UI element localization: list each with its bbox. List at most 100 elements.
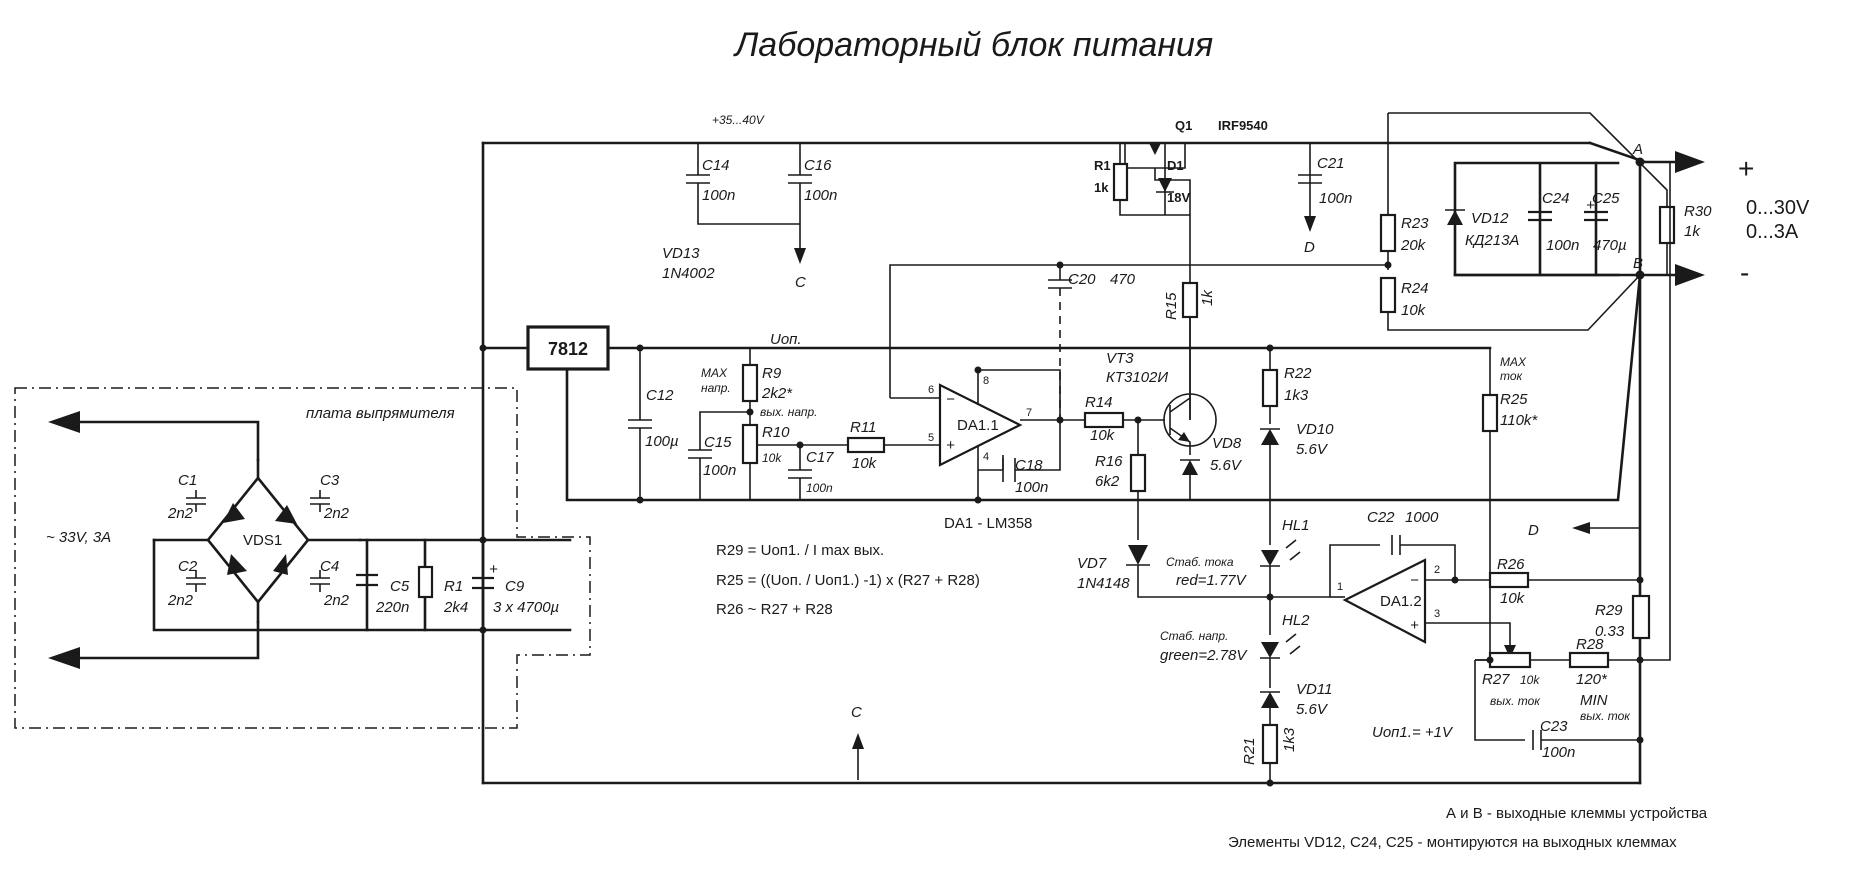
net-c-bottom: C <box>851 704 862 721</box>
r14-name: R14 <box>1085 394 1113 411</box>
c4-value: 2n2 <box>323 592 350 609</box>
pin7: 7 <box>1026 407 1032 419</box>
vd10-name: VD10 <box>1296 421 1334 438</box>
c15-value: 100n <box>703 462 736 479</box>
r10-name: R10 <box>762 424 790 441</box>
formula-3: R26 ~ R27 + R28 <box>716 601 833 618</box>
r22-name: R22 <box>1284 365 1312 382</box>
svg-text:+: + <box>946 437 955 454</box>
pin3: 3 <box>1434 608 1440 620</box>
hl1-name: HL1 <box>1282 517 1310 534</box>
vd11-name: VD11 <box>1296 681 1332 698</box>
c25-value: 470µ <box>1593 237 1627 254</box>
r1-name: R1 <box>1094 158 1111 173</box>
vd7-part: 1N4148 <box>1077 575 1130 592</box>
c3-name: C3 <box>320 472 340 489</box>
vd10-value: 5.6V <box>1296 441 1329 458</box>
q1-part: IRF9540 <box>1218 118 1268 133</box>
uop-label: Uоп. <box>770 331 802 348</box>
c22-value: 1000 <box>1405 509 1439 526</box>
c9-name: C9 <box>505 578 525 595</box>
r21-name: R21 <box>1241 737 1258 765</box>
r1b-name: R1 <box>444 578 463 595</box>
pin8: 8 <box>983 375 989 387</box>
c23-name: C23 <box>1540 718 1568 735</box>
output-voltage: 0...30V <box>1746 197 1810 219</box>
pin1: 1 <box>1337 581 1343 593</box>
r10-value: 10k <box>762 451 782 465</box>
c21-name: C21 <box>1317 155 1345 172</box>
r29-name: R29 <box>1595 602 1623 619</box>
c20-value: 470 <box>1110 271 1136 288</box>
hl2-note1: Стаб. напр. <box>1160 629 1228 643</box>
r23-name: R23 <box>1401 215 1429 232</box>
r25-max-sub: ток <box>1500 369 1524 383</box>
r1-value: 1k <box>1094 180 1109 195</box>
pin6: 6 <box>928 384 934 396</box>
r27-name: R27 <box>1482 671 1510 688</box>
rectifier-board-outline <box>14 387 591 729</box>
c1-value: 2n2 <box>167 505 194 522</box>
svg-text:+: + <box>1410 617 1419 634</box>
r25-value: 110k* <box>1500 412 1538 429</box>
hl1-note1: Стаб. тока <box>1166 555 1234 569</box>
c12-name: C12 <box>646 387 674 404</box>
da12-label: DA1.2 <box>1380 593 1422 610</box>
r24-value: 10k <box>1401 302 1427 319</box>
c14-value: 100n <box>702 187 735 204</box>
c17-name: C17 <box>806 449 834 466</box>
da11-label: DA1.1 <box>957 417 999 434</box>
vd8-name: VD8 <box>1212 435 1242 452</box>
r16-value: 6k2 <box>1095 473 1120 490</box>
c16-name: C16 <box>804 157 832 174</box>
q1-name: Q1 <box>1175 118 1192 133</box>
da11-opamp: − + <box>890 366 1085 504</box>
supply-caps <box>686 143 812 230</box>
net-d-top: D <box>1304 239 1315 256</box>
da12-opamp: − + <box>1329 162 1671 750</box>
c20-feedback <box>889 261 1072 420</box>
filter-components: + <box>356 538 498 632</box>
vd13-name: VD13 <box>662 245 700 262</box>
formula-2: R25 = ((Uоп. / Uоп1.) -1) x (R27 + R28) <box>716 572 980 589</box>
rectifier-board-label: плата выпрямителя <box>306 405 455 422</box>
r25-name: R25 <box>1500 391 1528 408</box>
r28-name: R28 <box>1576 636 1604 653</box>
d1-name: D1 <box>1167 158 1184 173</box>
c15-name: C15 <box>704 434 732 451</box>
pin5: 5 <box>928 432 934 444</box>
uop1-label: Uоп1.= +1V <box>1372 724 1454 741</box>
r25-max: MAX <box>1500 355 1527 369</box>
r9-value: 2k2* <box>761 385 793 402</box>
r30-value: 1k <box>1684 223 1701 240</box>
main-wiring <box>73 141 1702 785</box>
r11-name: R11 <box>850 419 876 436</box>
r27-value: 10k <box>1520 673 1540 687</box>
pin4: 4 <box>983 451 989 463</box>
r15-value: 1k <box>1199 289 1216 306</box>
r9-max: MAX <box>701 366 728 380</box>
r11-value: 10k <box>852 455 878 472</box>
vt3-name: VT3 <box>1106 350 1134 367</box>
output-protection: + <box>1445 157 1645 280</box>
r25 <box>1475 348 1499 661</box>
r10-tap: вых. напр. <box>760 405 818 419</box>
c12-value: 100µ <box>645 433 679 450</box>
da1-label: DA1 - LM358 <box>944 515 1032 532</box>
vd12-part: КД213А <box>1465 232 1519 249</box>
note-mounting: Элементы VD12, C24, C25 - монтируются на… <box>1228 834 1677 851</box>
c20-name: C20 <box>1068 271 1096 288</box>
r16-name: R16 <box>1095 453 1123 470</box>
r22-value: 1k3 <box>1284 387 1309 404</box>
r14-value: 10k <box>1090 427 1116 444</box>
vds1-label: VDS1 <box>243 532 282 549</box>
c5-name: C5 <box>390 578 410 595</box>
c16-value: 100n <box>804 187 837 204</box>
c5-value: 220n <box>375 599 409 616</box>
r28-min: MIN <box>1580 692 1608 709</box>
r28-value: 120* <box>1576 671 1608 688</box>
node-a: A <box>1632 141 1643 158</box>
formula-1: R29 = Uоп1. / I max вых. <box>716 542 884 559</box>
r26-value: 10k <box>1500 590 1526 607</box>
